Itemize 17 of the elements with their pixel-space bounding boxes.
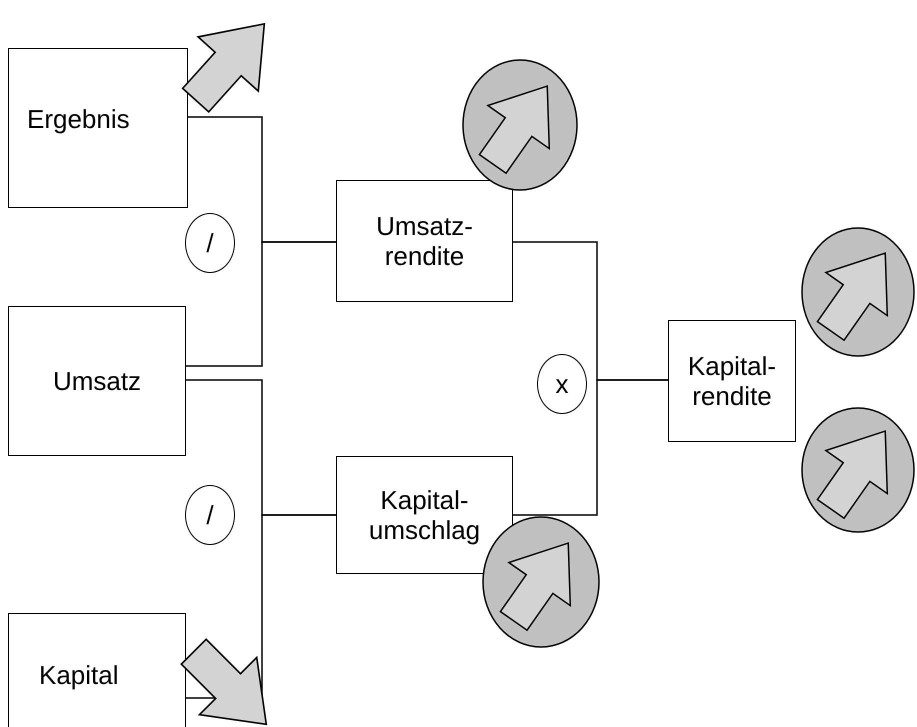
metric-label: Ergebnis xyxy=(27,104,130,134)
metric-label: Kapital- rendite xyxy=(686,351,778,411)
metric-label: Kapital- umschlag xyxy=(368,485,482,545)
metric-label: Umsatz- rendite xyxy=(375,211,474,271)
metric-box xyxy=(336,180,513,302)
metric-box xyxy=(8,306,186,456)
connector-line xyxy=(513,379,668,516)
metric-box xyxy=(336,456,513,574)
operator-symbol: / xyxy=(206,228,214,258)
operator-symbol: x xyxy=(556,369,568,399)
connector-line xyxy=(186,241,336,367)
metric-box xyxy=(668,320,796,442)
metric-label: Umsatz xyxy=(52,366,142,396)
metric-box xyxy=(8,48,188,208)
metric-box xyxy=(8,613,186,727)
metric-label: Kapital xyxy=(39,660,118,690)
operator-symbol: / xyxy=(206,500,214,530)
